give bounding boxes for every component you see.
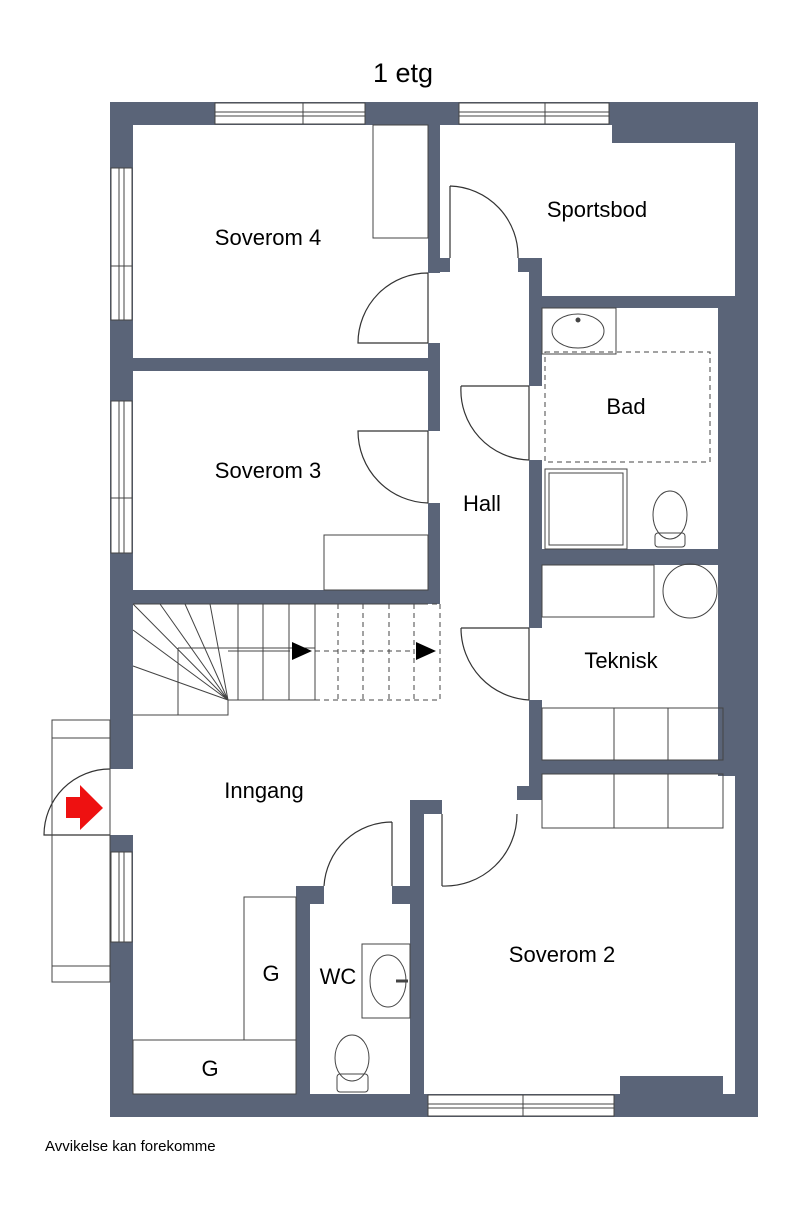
room-label-soverom2: Soverom 2 bbox=[509, 942, 615, 967]
room-label-teknisk: Teknisk bbox=[584, 648, 658, 673]
windows bbox=[110, 102, 615, 1117]
stair-arrow-icon bbox=[292, 642, 312, 660]
room-label-garderobe: G bbox=[201, 1056, 218, 1081]
room-label-bad: Bad bbox=[606, 394, 645, 419]
floor-title: 1 etg bbox=[373, 58, 433, 88]
disclaimer-text: Avvikelse kan forekomme bbox=[45, 1138, 216, 1155]
room-label-soverom3: Soverom 3 bbox=[215, 458, 321, 483]
room-label-inngang: Inngang bbox=[224, 778, 304, 803]
fixtures bbox=[132, 124, 724, 1095]
entrance-opening bbox=[110, 769, 134, 835]
doors bbox=[43, 185, 530, 887]
stair-arrow-icon bbox=[416, 642, 436, 660]
room-label-wc: WC bbox=[320, 964, 357, 989]
entrance-arrow-icon bbox=[66, 785, 103, 830]
room-label-hall: Hall bbox=[463, 491, 501, 516]
room-label-soverom4: Soverom 4 bbox=[215, 225, 321, 250]
walls bbox=[110, 102, 758, 1117]
entrance-porch bbox=[51, 719, 111, 983]
room-label-garderobe: G bbox=[262, 961, 279, 986]
room-label-sportsbod: Sportsbod bbox=[547, 197, 647, 222]
